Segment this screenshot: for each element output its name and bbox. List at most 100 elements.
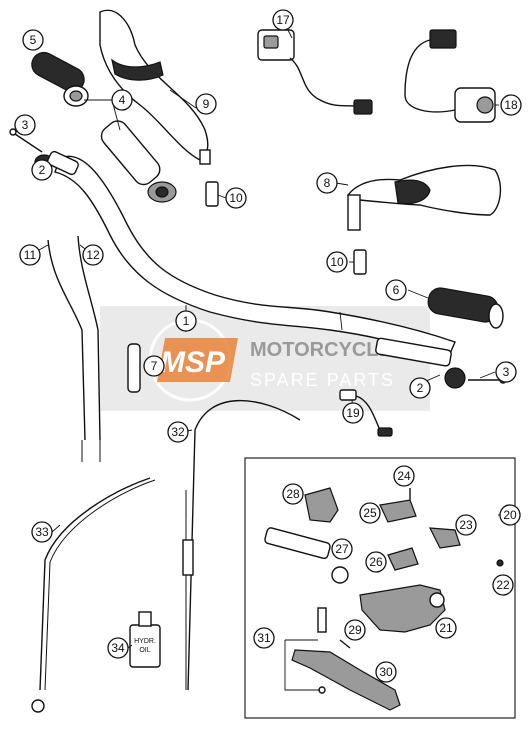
clutch-assembly-box: [244, 457, 516, 719]
svg-text:11: 11: [24, 248, 37, 262]
bottle-label-line1: HYDR.: [134, 638, 156, 645]
callout-3-right: 3: [495, 361, 517, 383]
screw-22: [496, 559, 504, 567]
bar-end-tube: [375, 337, 452, 367]
callout-17: 17: [272, 9, 294, 31]
callout-23: 23: [455, 514, 477, 536]
svg-text:2: 2: [417, 381, 424, 395]
svg-text:25: 25: [363, 506, 377, 520]
svg-text:27: 27: [335, 542, 349, 556]
svg-text:3: 3: [22, 118, 29, 132]
callout-33: 33: [31, 521, 53, 543]
connector-18: [429, 29, 457, 49]
clamp-28: [304, 487, 339, 523]
hydraulic-oil-bottle: HYDR. OIL: [129, 611, 161, 668]
master-piston: [264, 527, 331, 560]
callout-10-upper: 10: [225, 187, 247, 209]
grip-left: [31, 51, 89, 107]
switch-right: [404, 29, 496, 123]
watermark-logo: MSP: [148, 318, 238, 402]
callout-10-lower: 10: [326, 251, 348, 273]
callout-28: 28: [282, 483, 304, 505]
callout-30: 30: [375, 661, 397, 683]
callout-1: 1: [175, 310, 197, 332]
svg-text:32: 32: [171, 425, 185, 439]
right-grip-group: [375, 287, 507, 389]
callout-24: 24: [393, 465, 415, 487]
bottle-label-line2: OIL: [139, 647, 150, 654]
pin-31: [317, 607, 327, 633]
svg-text:4: 4: [119, 93, 126, 107]
clamp-strap: [127, 343, 141, 393]
left-grip-group: [9, 9, 367, 275]
svg-text:9: 9: [203, 97, 210, 111]
bar-end-right: [444, 367, 466, 389]
callout-26: 26: [365, 551, 387, 573]
svg-text:22: 22: [496, 578, 510, 592]
watermark-line1: MOTORCYCLE: [250, 339, 392, 361]
svg-text:2: 2: [39, 163, 46, 177]
callout-8: 8: [316, 172, 338, 194]
svg-text:33: 33: [35, 525, 49, 539]
svg-text:21: 21: [439, 621, 453, 635]
callout-6: 6: [385, 279, 407, 301]
svg-text:28: 28: [286, 487, 300, 501]
svg-text:31: 31: [257, 631, 271, 645]
svg-text:10: 10: [229, 191, 243, 205]
callout-34: 34: [107, 637, 129, 659]
svg-text:10: 10: [330, 255, 344, 269]
callout-2-left: 2: [31, 159, 53, 181]
svg-text:17: 17: [276, 13, 290, 27]
adjuster-lower: [353, 249, 367, 275]
callout-11: 11: [19, 244, 41, 266]
adjuster-upper: [205, 181, 219, 207]
callout-3-left: 3: [14, 114, 36, 136]
part-25: [379, 499, 417, 523]
watermark-logo-shape: [157, 338, 238, 382]
callouts: 1 2 2 3 3 4 5 6 7 8 9 10 10 11 12 17 18 …: [14, 9, 522, 683]
clutch-cable: [182, 399, 301, 691]
callout-19: 19: [342, 402, 364, 424]
callout-32: 32: [167, 421, 189, 443]
throttle-tube: [100, 120, 177, 203]
switch-left: [257, 29, 373, 115]
svg-text:24: 24: [397, 469, 411, 483]
callout-7: 7: [143, 355, 165, 377]
callout-25: 25: [359, 502, 381, 524]
svg-text:6: 6: [393, 283, 400, 297]
throttle-housing-band: [111, 58, 164, 81]
svg-text:8: 8: [324, 176, 331, 190]
svg-text:20: 20: [503, 508, 517, 522]
svg-text:34: 34: [111, 641, 125, 655]
throttle-cable-stub: [199, 149, 211, 165]
mirror-stem: [347, 194, 361, 231]
callout-2-right: 2: [409, 377, 431, 399]
mirror: [346, 164, 502, 231]
throttle-cables: [47, 235, 101, 462]
hydraulic-line: [31, 477, 156, 713]
svg-text:19: 19: [346, 406, 360, 420]
spring-29: [339, 639, 351, 649]
callout-12: 12: [82, 244, 104, 266]
svg-text:29: 29: [348, 623, 362, 637]
callout-27: 27: [331, 538, 353, 560]
kill-switch-cable: [339, 389, 393, 437]
callout-31: 31: [253, 627, 275, 649]
callout-18: 18: [500, 94, 522, 116]
svg-text:26: 26: [369, 555, 383, 569]
clutch-cable-adjuster: [182, 539, 194, 576]
callout-22: 22: [492, 574, 514, 596]
svg-text:23: 23: [459, 518, 473, 532]
callout-21: 21: [435, 617, 457, 639]
watermark-logo-text: MSP: [160, 346, 226, 379]
connector-17: [353, 99, 373, 115]
svg-text:1: 1: [183, 314, 190, 328]
svg-text:12: 12: [86, 248, 100, 262]
master-cylinder: [359, 584, 446, 633]
clutch-lever: [291, 649, 401, 711]
part-26: [387, 547, 419, 571]
callout-4: 4: [111, 89, 133, 111]
svg-text:3: 3: [503, 365, 510, 379]
svg-text:18: 18: [504, 98, 518, 112]
